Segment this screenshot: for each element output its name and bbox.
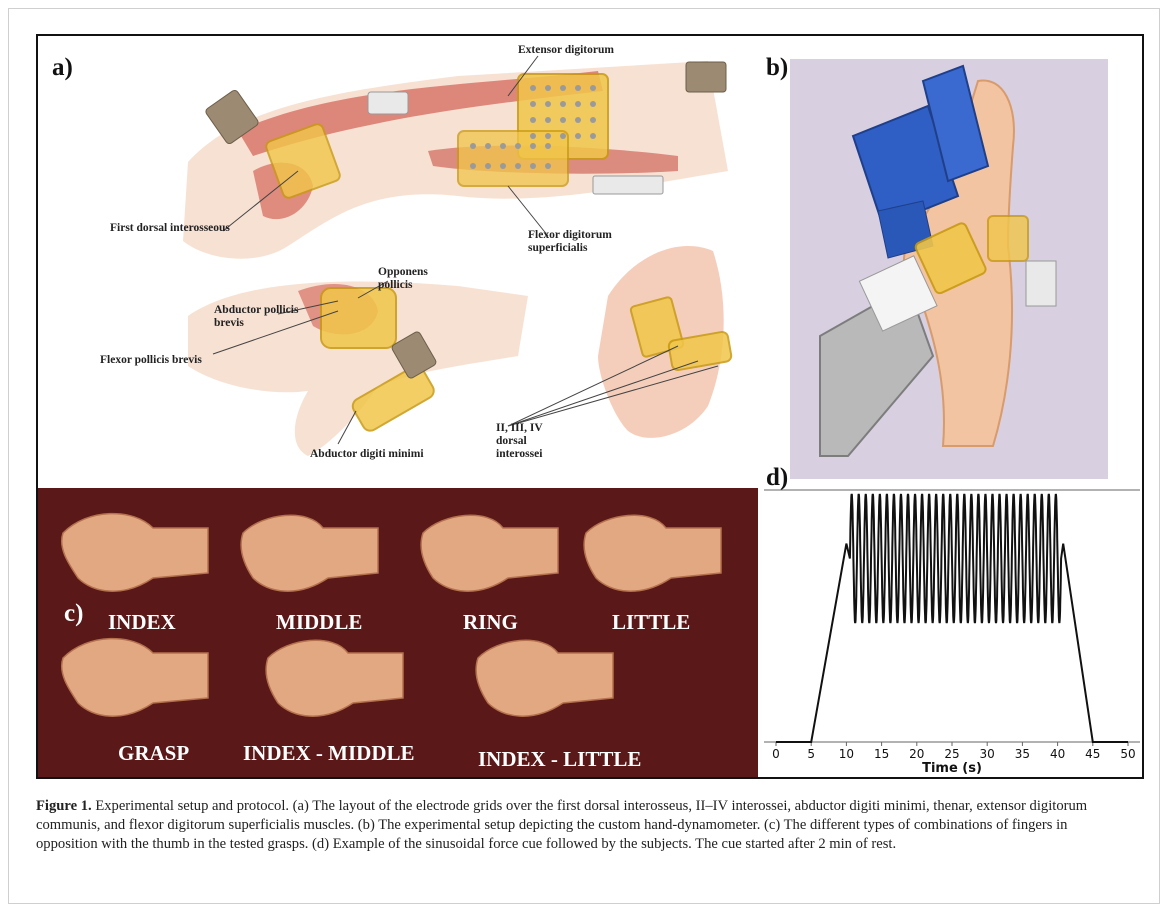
grasp-label-grasp: GRASP bbox=[118, 741, 189, 766]
force-cue-line bbox=[776, 494, 1128, 742]
hand-grasp bbox=[62, 639, 208, 717]
grid-thenar bbox=[321, 288, 396, 348]
connector-3 bbox=[368, 92, 408, 114]
hand-index bbox=[62, 514, 208, 592]
x-tick-label: 0 bbox=[772, 747, 780, 761]
x-tick-label: 45 bbox=[1085, 747, 1100, 761]
x-tick-label: 20 bbox=[909, 747, 924, 761]
x-tick-label: 10 bbox=[839, 747, 854, 761]
setup-grid-2 bbox=[988, 216, 1028, 261]
figure-frame: a) bbox=[36, 34, 1144, 779]
setup-connector bbox=[1026, 261, 1056, 306]
x-tick-label: 40 bbox=[1050, 747, 1065, 761]
label-flexor-digitorum-superficialis: Flexor digitorum superficialis bbox=[528, 229, 638, 255]
x-tick-label: 50 bbox=[1120, 747, 1135, 761]
x-axis-label: Time (s) bbox=[922, 761, 982, 776]
panel-a: a) bbox=[38, 36, 758, 488]
label-flexor-pollicis-brevis: Flexor pollicis brevis bbox=[100, 354, 202, 367]
caption-figure-number: Figure 1. bbox=[36, 798, 92, 814]
grasp-label-middle: MIDDLE bbox=[276, 610, 362, 635]
grid-flexor bbox=[458, 131, 568, 186]
x-tick-label: 15 bbox=[874, 747, 889, 761]
dynamometer-setup-illustration bbox=[758, 36, 1144, 488]
hand-ring bbox=[421, 515, 558, 591]
connector-4 bbox=[593, 176, 663, 194]
force-cue-chart: 0 5 10 15 20 25 30 35 40 45 50 Time (s) bbox=[758, 462, 1144, 779]
x-ticks: 0 5 10 15 20 25 30 35 40 45 50 bbox=[772, 742, 1135, 761]
connector-2 bbox=[686, 62, 726, 92]
anatomy-illustration bbox=[38, 36, 758, 488]
grasp-label-index-little: INDEX - LITTLE bbox=[478, 747, 641, 772]
caption-text: Experimental setup and protocol. (a) The… bbox=[36, 798, 1087, 852]
x-tick-label: 5 bbox=[807, 747, 815, 761]
x-tick-label: 35 bbox=[1015, 747, 1030, 761]
x-tick-label: 25 bbox=[944, 747, 959, 761]
hand-little bbox=[584, 515, 721, 591]
label-opponens-pollicis: Opponens pollicis bbox=[378, 266, 438, 292]
label-abductor-pollicis-brevis: Abductor pollicis brevis bbox=[214, 304, 304, 330]
grasp-label-ring: RING bbox=[463, 610, 518, 635]
label-abductor-digiti-minimi: Abductor digiti minimi bbox=[310, 448, 424, 461]
x-tick-label: 30 bbox=[980, 747, 995, 761]
panel-c: c) INDEX MIDDLE RING LITTLE GRASP INDEX … bbox=[38, 488, 758, 779]
grasp-label-little: LITTLE bbox=[612, 610, 690, 635]
panel-b: b) bbox=[758, 36, 1144, 488]
grasp-label-index-middle: INDEX - MIDDLE bbox=[243, 741, 415, 766]
label-dorsal-interossei: II, III, IV dorsal interossei bbox=[496, 422, 574, 461]
label-first-dorsal-interosseous: First dorsal interosseous bbox=[110, 222, 230, 235]
hand-index-little bbox=[476, 640, 613, 716]
label-extensor-digitorum: Extensor digitorum bbox=[518, 44, 614, 57]
hand-index-middle bbox=[266, 640, 403, 716]
figure-caption: Figure 1. Experimental setup and protoco… bbox=[36, 797, 1132, 854]
hand-middle bbox=[241, 515, 378, 591]
grasp-label-index: INDEX bbox=[108, 610, 176, 635]
